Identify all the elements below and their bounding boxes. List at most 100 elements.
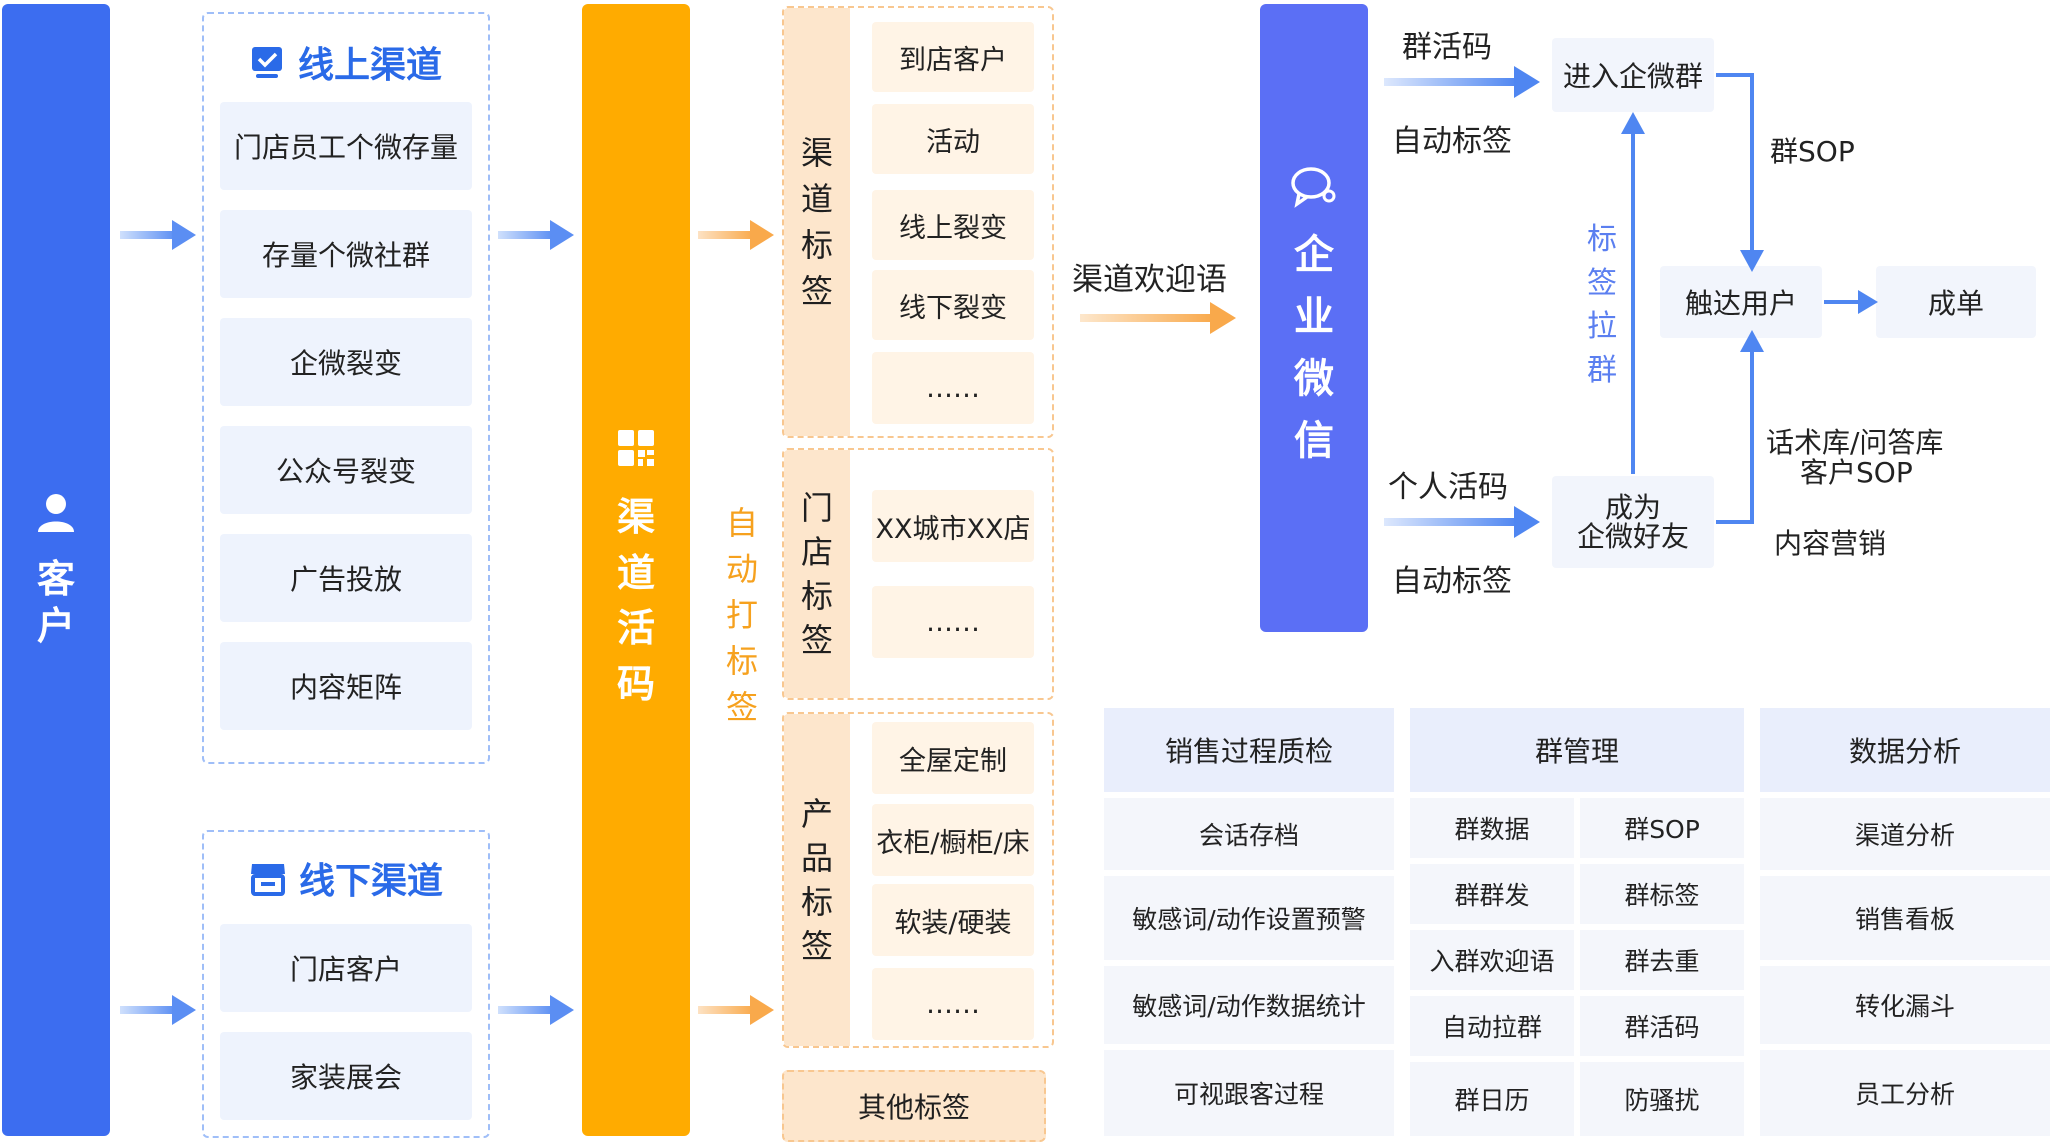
- group-panel-title: 群管理: [1410, 708, 1744, 792]
- channel-tag-char: 签: [800, 272, 833, 310]
- qrcode-char: 活: [616, 606, 655, 650]
- group-item: 群数据: [1410, 798, 1574, 858]
- product-tag-char: 标: [800, 883, 833, 921]
- auto-tag-char: 动: [725, 550, 758, 588]
- reach-user-node: 触达用户: [1660, 266, 1822, 338]
- wecom-char: 企: [1294, 232, 1334, 278]
- online-channel-title: 线上渠道: [202, 34, 490, 90]
- group-item: 防骚扰: [1580, 1062, 1744, 1136]
- store-tag-char: 标: [800, 577, 833, 615]
- join-group-node: 进入企微群: [1552, 38, 1714, 112]
- online-item: 门店员工个微存量: [220, 102, 472, 190]
- channel-tag-char: 渠: [800, 134, 833, 172]
- arrowhead-content: [1740, 330, 1764, 352]
- channel-tag-item: 线下裂变: [872, 270, 1034, 340]
- online-item: 广告投放: [220, 534, 472, 622]
- other-tags-label: 其他标签: [857, 1091, 970, 1124]
- store-tag-char: 签: [800, 621, 833, 659]
- group-item: 入群欢迎语: [1410, 930, 1574, 990]
- become-friend-node: 成为 企微好友: [1552, 476, 1714, 568]
- arrow-tags-wecom: [1080, 302, 1236, 334]
- qrcode-icon: [618, 430, 654, 466]
- store-tag-side: 门 店 标 签: [784, 450, 850, 698]
- channel-qrcode-bar: 渠 道 活 码: [582, 4, 690, 1136]
- group-item: 群群发: [1410, 864, 1574, 924]
- other-tags-box: 其他标签: [782, 1070, 1046, 1142]
- channel-tag-group: [782, 6, 1054, 438]
- analysis-item: 员工分析: [1760, 1050, 2050, 1136]
- welcome-label: 渠道欢迎语: [1072, 262, 1227, 298]
- offline-channel-group: [202, 830, 490, 1138]
- store-icon: [250, 864, 285, 896]
- group-code-label: 群活码: [1402, 30, 1492, 65]
- offline-channel-title-text: 线下渠道: [298, 861, 443, 902]
- channel-tag-char: 标: [800, 226, 833, 264]
- wecom-bar: 企 业 微 信: [1260, 4, 1368, 632]
- arrow-qrcode-tags-top: [698, 220, 774, 250]
- product-tag-char: 产: [800, 795, 833, 833]
- become-friend-label: 成为: [1604, 490, 1661, 524]
- product-tag-char: 品: [800, 839, 833, 877]
- qrcode-char: 渠: [616, 495, 655, 539]
- product-tag-item: ……: [872, 968, 1034, 1040]
- tag-pull-char: 标: [1587, 222, 1617, 257]
- content-marketing-label: 内容营销: [1774, 527, 1887, 560]
- channel-tag-item: 线上裂变: [872, 190, 1034, 260]
- product-tag-item: 衣柜/橱柜/床: [872, 804, 1034, 876]
- group-item: 群去重: [1580, 930, 1744, 990]
- arrow-group-code: [1384, 66, 1540, 98]
- product-tag-item: 软装/硬装: [872, 884, 1034, 956]
- user-icon: [38, 493, 74, 532]
- arrowhead-group-sop: [1740, 250, 1764, 272]
- arrowhead-deal: [1858, 290, 1878, 314]
- arrow-personal-code: [1384, 506, 1540, 538]
- auto-tag-char: 自: [725, 504, 758, 542]
- offline-channel-title: 线下渠道: [202, 850, 490, 906]
- online-channel-group: [202, 12, 490, 764]
- customer-bar: 客 户: [2, 4, 110, 1136]
- group-sop-label: 群SOP: [1770, 135, 1855, 168]
- auto-tag-char: 打: [725, 596, 758, 634]
- channel-tag-item: ……: [872, 352, 1034, 424]
- deal-node: 成单: [1876, 266, 2036, 338]
- become-friend-label: 企微好友: [1576, 520, 1689, 553]
- channel-tag-item: 活动: [872, 104, 1034, 174]
- deal-label: 成单: [1927, 287, 1984, 320]
- auto-tag-bottom-label: 自动标签: [1392, 564, 1512, 599]
- group-item: 群活码: [1580, 996, 1744, 1056]
- arrow-offline-qrcode: [498, 995, 574, 1025]
- product-tag-char: 签: [800, 927, 833, 965]
- online-item: 企微裂变: [220, 318, 472, 406]
- tag-pull-char: 拉: [1587, 309, 1617, 344]
- offline-item: 门店客户: [220, 924, 472, 1012]
- store-tag-char: 店: [800, 533, 833, 571]
- qrcode-char: 道: [616, 550, 655, 595]
- product-tag-group: [782, 712, 1054, 1048]
- online-item: 存量个微社群: [220, 210, 472, 298]
- channel-tag-char: 道: [800, 180, 833, 218]
- store-tag-item: XX城市XX店: [872, 490, 1034, 562]
- group-item: 群SOP: [1580, 798, 1744, 858]
- group-item: 自动拉群: [1410, 996, 1574, 1056]
- channel-tag-side: 渠 道 标 签: [784, 8, 850, 436]
- qrcode-char: 码: [616, 661, 655, 706]
- analysis-item: 销售看板: [1760, 876, 2050, 960]
- online-channel-title-text: 线上渠道: [297, 45, 442, 86]
- checkbox-icon: [251, 47, 282, 78]
- script-lib-label: 话术库/问答库: [1766, 426, 1944, 459]
- reach-user-label: 触达用户: [1684, 287, 1797, 320]
- customer-sop-label: 客户SOP: [1800, 456, 1913, 489]
- auto-tag-label: 自 动 打 标 签: [716, 500, 768, 730]
- analysis-item: 转化漏斗: [1760, 966, 2050, 1044]
- wecom-char: 信: [1294, 418, 1334, 464]
- customer-char: 客: [36, 556, 75, 601]
- analysis-panel-title: 数据分析: [1760, 708, 2050, 792]
- auto-tag-char: 签: [725, 688, 758, 726]
- tag-pull-char: 签: [1587, 265, 1617, 301]
- quality-item: 敏感词/动作数据统计: [1104, 966, 1394, 1044]
- store-tag-item: ……: [872, 586, 1034, 658]
- arrowhead-tag-pull: [1621, 112, 1645, 134]
- arrow-customer-offline: [120, 995, 196, 1025]
- tag-pull-label: 标 签 拉 群: [1580, 210, 1624, 400]
- personal-code-label: 个人活码: [1388, 470, 1508, 505]
